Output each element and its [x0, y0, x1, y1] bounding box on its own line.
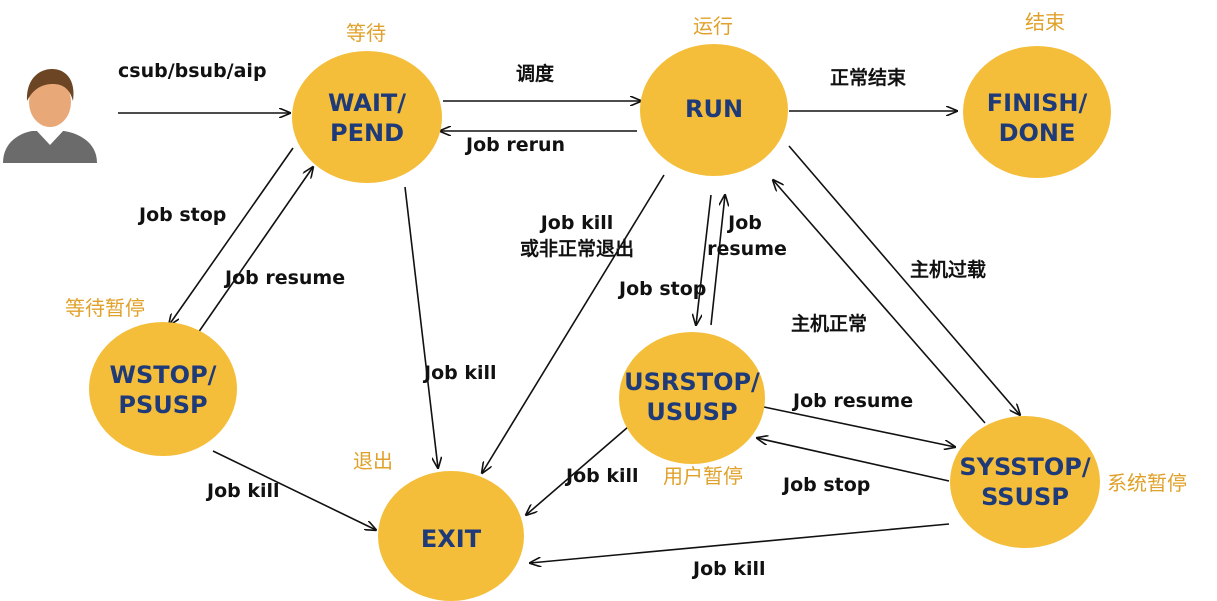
label-sys-kill: Job kill: [691, 558, 766, 580]
label-wait-stop: Job stop: [137, 204, 226, 226]
state-usrstop-line2: USUSP: [646, 398, 737, 426]
label-run-stop: Job stop: [617, 278, 706, 300]
edge-run-kill: [482, 174, 665, 473]
label-usr-kill: Job kill: [564, 465, 639, 487]
user-icon: [3, 69, 97, 163]
edge-wait-resume: [197, 167, 313, 334]
edge-wstop-kill: [212, 450, 376, 530]
label-overload: 主机过载: [910, 258, 986, 281]
label-sys-stop: Job stop: [781, 474, 870, 496]
label-normal-end: 正常结束: [830, 66, 907, 89]
state-sysstop-line1: SYSSTOP/: [959, 453, 1091, 481]
state-sysstop-line2: SSUSP: [981, 483, 1069, 511]
state-usrstop: USRSTOP/ USUSP: [619, 332, 765, 464]
label-run-kill-line1: Job kill: [539, 212, 614, 234]
caption-wait: 等待: [346, 21, 386, 45]
state-finish-line1: FINISH/: [987, 89, 1088, 117]
label-usr-to-sys-resume: Job resume: [791, 390, 913, 412]
label-submit: csub/bsub/aip: [118, 60, 267, 82]
state-wait-line1: WAIT/: [328, 89, 406, 117]
label-run-kill-line2: 或非正常退出: [520, 237, 634, 260]
state-wstop: WSTOP/ PSUSP: [89, 322, 237, 456]
edge-usr-resume: [710, 195, 725, 326]
state-run: RUN: [640, 44, 788, 176]
state-wstop-line1: WSTOP/: [110, 361, 217, 389]
caption-sysstop: 系统暂停: [1107, 471, 1187, 495]
state-exit: EXIT: [378, 471, 524, 601]
state-finish: FINISH/ DONE: [963, 46, 1111, 178]
edge-wait-stop: [169, 147, 294, 325]
state-finish-line2: DONE: [999, 119, 1076, 147]
label-usr-resume-line1: Job: [726, 212, 762, 234]
label-wait-resume: Job resume: [223, 267, 345, 289]
edge-usr-to-sys: [763, 406, 955, 447]
edge-run-stop: [696, 194, 712, 325]
state-wait-line2: PEND: [330, 119, 404, 147]
caption-finish: 结束: [1025, 10, 1065, 34]
caption-usrstop: 用户暂停: [663, 464, 743, 488]
edge-usr-kill: [526, 426, 629, 515]
edge-sys-kill: [530, 523, 950, 563]
label-host-normal: 主机正常: [791, 312, 867, 335]
edge-overload: [788, 145, 1020, 415]
transition-edges: [118, 101, 1020, 563]
state-wstop-line2: PSUSP: [118, 391, 207, 419]
caption-exit: 退出: [353, 449, 393, 473]
state-sysstop: SYSSTOP/ SSUSP: [950, 416, 1100, 548]
label-usr-resume-line2: resume: [707, 238, 787, 260]
state-usrstop-line1: USRSTOP/: [624, 368, 760, 396]
caption-wstop: 等待暂停: [65, 296, 145, 320]
state-exit-line1: EXIT: [421, 525, 482, 553]
label-schedule: 调度: [516, 62, 555, 85]
label-wstop-kill: Job kill: [205, 480, 280, 502]
state-wait: WAIT/ PEND: [292, 51, 442, 183]
edge-host-normal: [773, 180, 986, 424]
edge-sys-stop: [757, 438, 950, 482]
label-wait-kill: Job kill: [422, 362, 497, 384]
edge-wait-kill: [404, 186, 438, 468]
label-rerun: Job rerun: [464, 134, 565, 156]
state-run-line1: RUN: [685, 95, 743, 123]
caption-run: 运行: [693, 14, 733, 38]
